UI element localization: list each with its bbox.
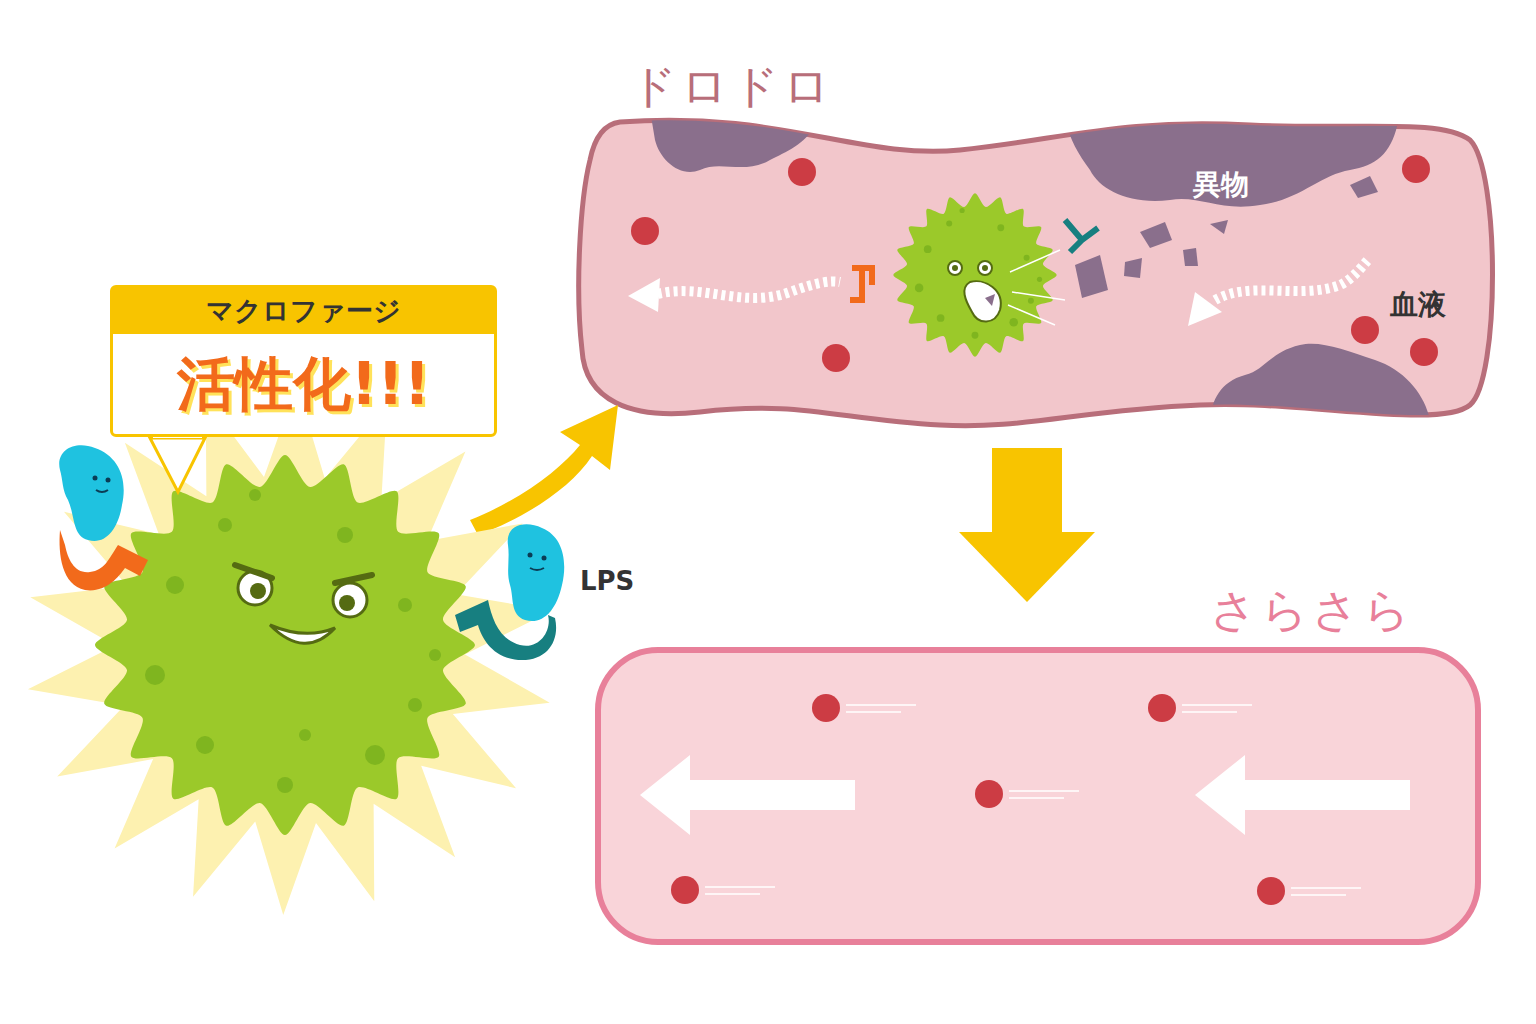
blood-cell bbox=[975, 780, 1079, 808]
cell-dot bbox=[408, 698, 422, 712]
blood-label: 血液 bbox=[1390, 286, 1446, 324]
blood-cell bbox=[1402, 155, 1430, 183]
lps-label: LPS bbox=[580, 566, 634, 596]
flow-arrow bbox=[1195, 755, 1410, 835]
flow-arrowhead bbox=[628, 278, 660, 312]
vessel-heading: ドロドロ bbox=[630, 56, 834, 118]
blood-cells bbox=[671, 694, 1361, 905]
cell-dot bbox=[997, 224, 1004, 231]
blood-cell bbox=[1410, 338, 1438, 366]
vessel-region: ドロドロ bbox=[580, 118, 1500, 430]
cell-dot bbox=[196, 736, 214, 754]
small-macrophage bbox=[850, 193, 1098, 356]
blood-cell bbox=[822, 344, 850, 372]
activation-burst bbox=[28, 385, 552, 915]
cell-dot bbox=[337, 527, 353, 543]
cell-dot bbox=[166, 576, 184, 594]
flow-arrow bbox=[650, 281, 840, 298]
plaque-fragment bbox=[1183, 248, 1198, 266]
vessel-region: さらさら bbox=[598, 650, 1478, 942]
plaque-fragment bbox=[1140, 222, 1172, 248]
macrophage bbox=[28, 385, 552, 915]
plaque-group bbox=[650, 110, 1430, 420]
blood-cell bbox=[812, 694, 916, 722]
cell-dot bbox=[937, 314, 945, 322]
callout-tail bbox=[150, 438, 205, 492]
plaque-fragment bbox=[1124, 258, 1142, 278]
cell-dot bbox=[946, 220, 952, 226]
blood-cells bbox=[631, 155, 1438, 372]
cell-dot bbox=[1009, 318, 1018, 327]
plaque bbox=[1210, 344, 1430, 420]
callout-box: マクロファージ活性化!!! bbox=[110, 285, 497, 437]
cell-dot bbox=[145, 665, 165, 685]
cell-dot bbox=[915, 284, 924, 293]
cell-dot bbox=[1037, 277, 1042, 282]
cell-dot bbox=[972, 332, 979, 339]
cell-dot bbox=[218, 518, 232, 532]
block-arrow bbox=[959, 448, 1095, 602]
plaque bbox=[1065, 110, 1400, 207]
cell-dot bbox=[429, 649, 441, 661]
cell-dot bbox=[398, 598, 412, 612]
blood-cell bbox=[1351, 316, 1379, 344]
blood-cell bbox=[788, 158, 816, 186]
blood-cell bbox=[631, 217, 659, 245]
cell-dot bbox=[924, 245, 932, 253]
cell-dot bbox=[277, 777, 293, 793]
callout-emphasis: 活性化!!! bbox=[113, 334, 494, 434]
cell-dot bbox=[249, 489, 261, 501]
flow-arrow bbox=[640, 755, 855, 835]
plaque-fragment bbox=[1075, 255, 1108, 298]
cell-dot bbox=[365, 745, 385, 765]
macrophage-body bbox=[893, 193, 1056, 356]
lps-molecule bbox=[508, 524, 565, 621]
flow-arrow bbox=[1215, 258, 1370, 300]
vessel-thin bbox=[598, 650, 1478, 942]
receptor bbox=[60, 530, 148, 590]
flow-arrowhead bbox=[1188, 292, 1222, 326]
cell-dot bbox=[960, 208, 965, 213]
receptor bbox=[1065, 220, 1098, 252]
cell-dot bbox=[299, 729, 311, 741]
plaque-fragment bbox=[1350, 176, 1378, 198]
lps-molecule bbox=[59, 445, 123, 541]
foreign-matter-label: 異物 bbox=[1193, 166, 1249, 204]
vessel-heading: さらさら bbox=[1210, 580, 1414, 642]
receptor bbox=[850, 268, 872, 300]
macrophage-body bbox=[95, 455, 475, 835]
plaque-fragment bbox=[1210, 220, 1228, 234]
blood-cell bbox=[671, 876, 775, 904]
cell-dot bbox=[1024, 255, 1030, 261]
blood-cell bbox=[1257, 877, 1361, 905]
blood-cell bbox=[1148, 694, 1252, 722]
callout-heading: マクロファージ bbox=[113, 288, 494, 334]
cell-dot bbox=[1028, 298, 1034, 304]
